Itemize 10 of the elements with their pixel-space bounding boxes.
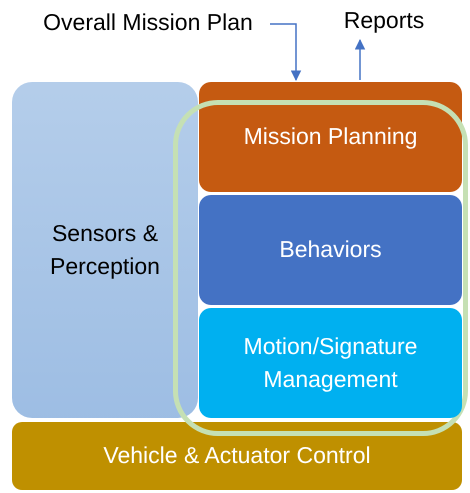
process-box: Vehicle & Actuator Control (12, 422, 462, 490)
process-box: Motion/Signature Management (199, 308, 462, 418)
arrow (354, 38, 366, 80)
arrow (270, 23, 302, 82)
process-box: Mission Planning (199, 82, 462, 192)
process-box: Behaviors (199, 195, 462, 305)
label-text: Reports (336, 4, 432, 38)
process-box: Sensors & Perception (12, 82, 198, 418)
label-text: Overall Mission Plan (28, 6, 268, 40)
highlight-outline (173, 100, 468, 436)
